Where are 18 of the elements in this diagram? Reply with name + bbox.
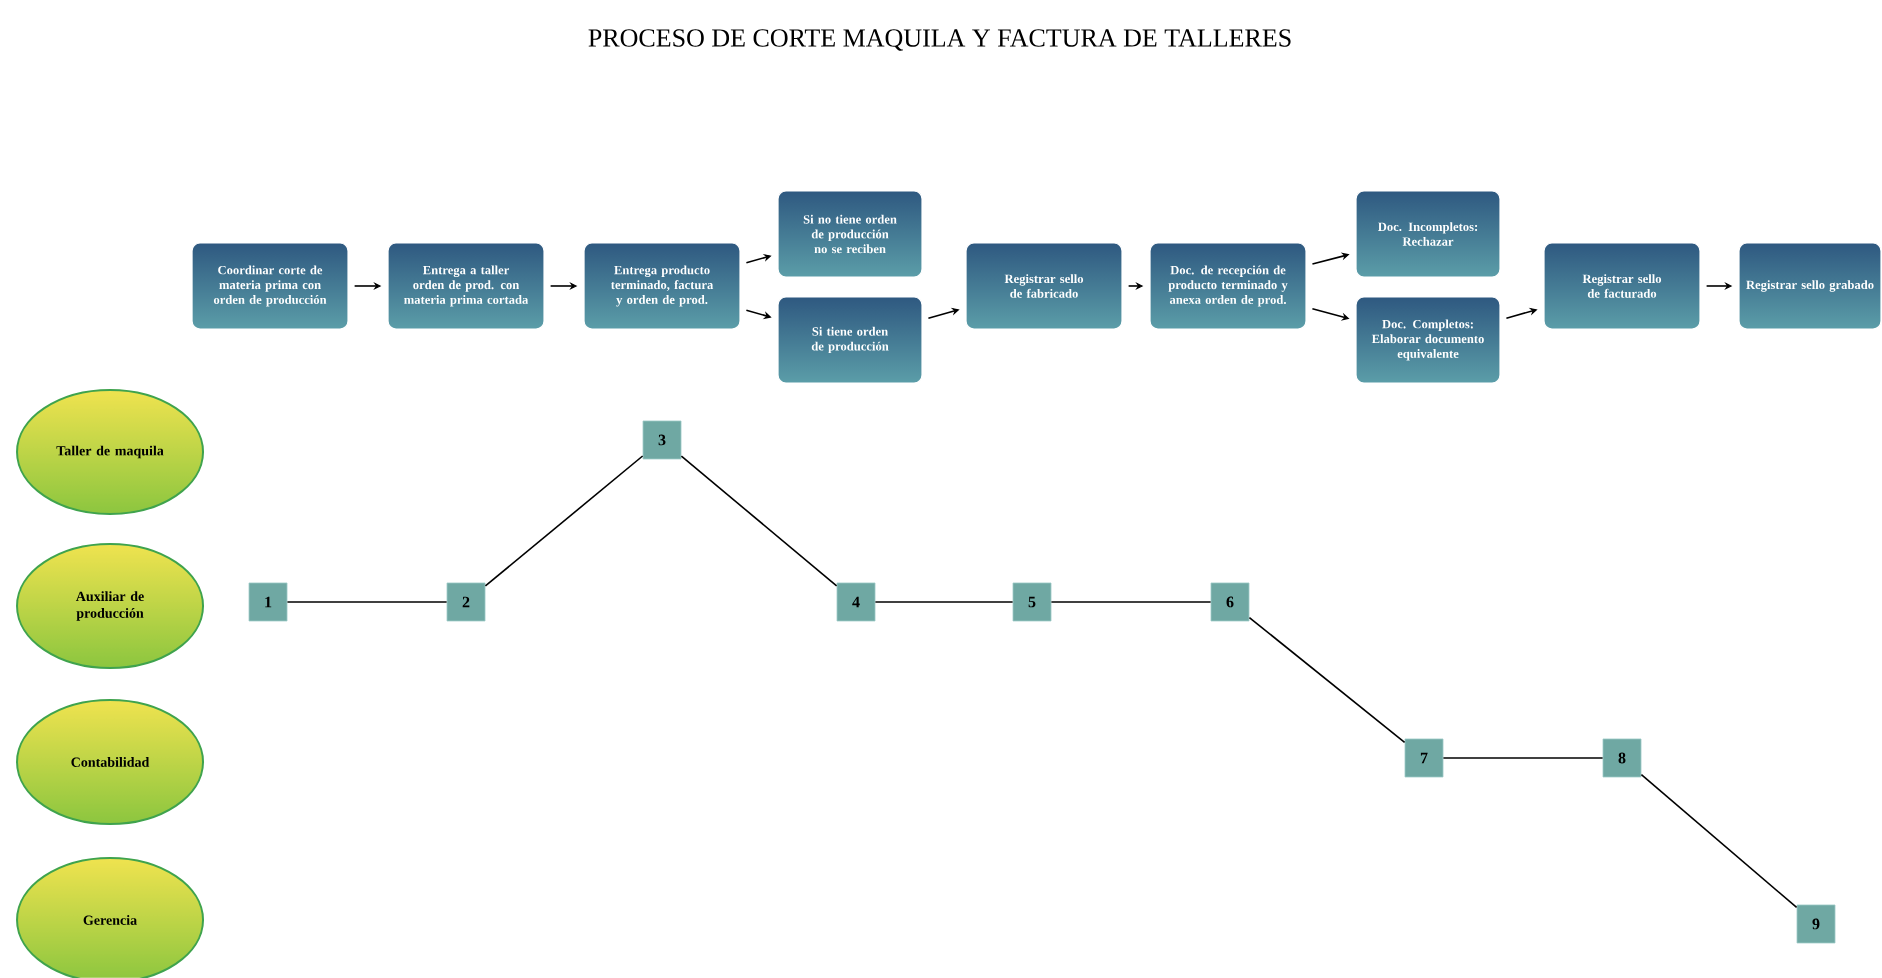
step-square: 9 xyxy=(1796,904,1836,944)
title: PROCESO DE CORTE MAQUILA Y FACTURA DE TALLERES xyxy=(588,29,1291,51)
step-square: 6 xyxy=(1210,582,1250,622)
step-square: 5 xyxy=(1012,582,1052,622)
connector-line xyxy=(680,455,838,587)
connector-line xyxy=(1050,601,1212,603)
connector-line xyxy=(874,601,1014,603)
step-square: 2 xyxy=(446,582,486,622)
step-square: 7 xyxy=(1404,738,1444,778)
connector-line xyxy=(1442,757,1604,759)
step-square: 1 xyxy=(248,582,288,622)
step-square: 4 xyxy=(836,582,876,622)
connector-line xyxy=(1640,773,1798,909)
connector-line xyxy=(484,455,644,587)
connector-line xyxy=(1248,616,1406,744)
step-square: 8 xyxy=(1602,738,1642,778)
step-square: 3 xyxy=(642,420,682,460)
connector-line xyxy=(286,601,448,603)
